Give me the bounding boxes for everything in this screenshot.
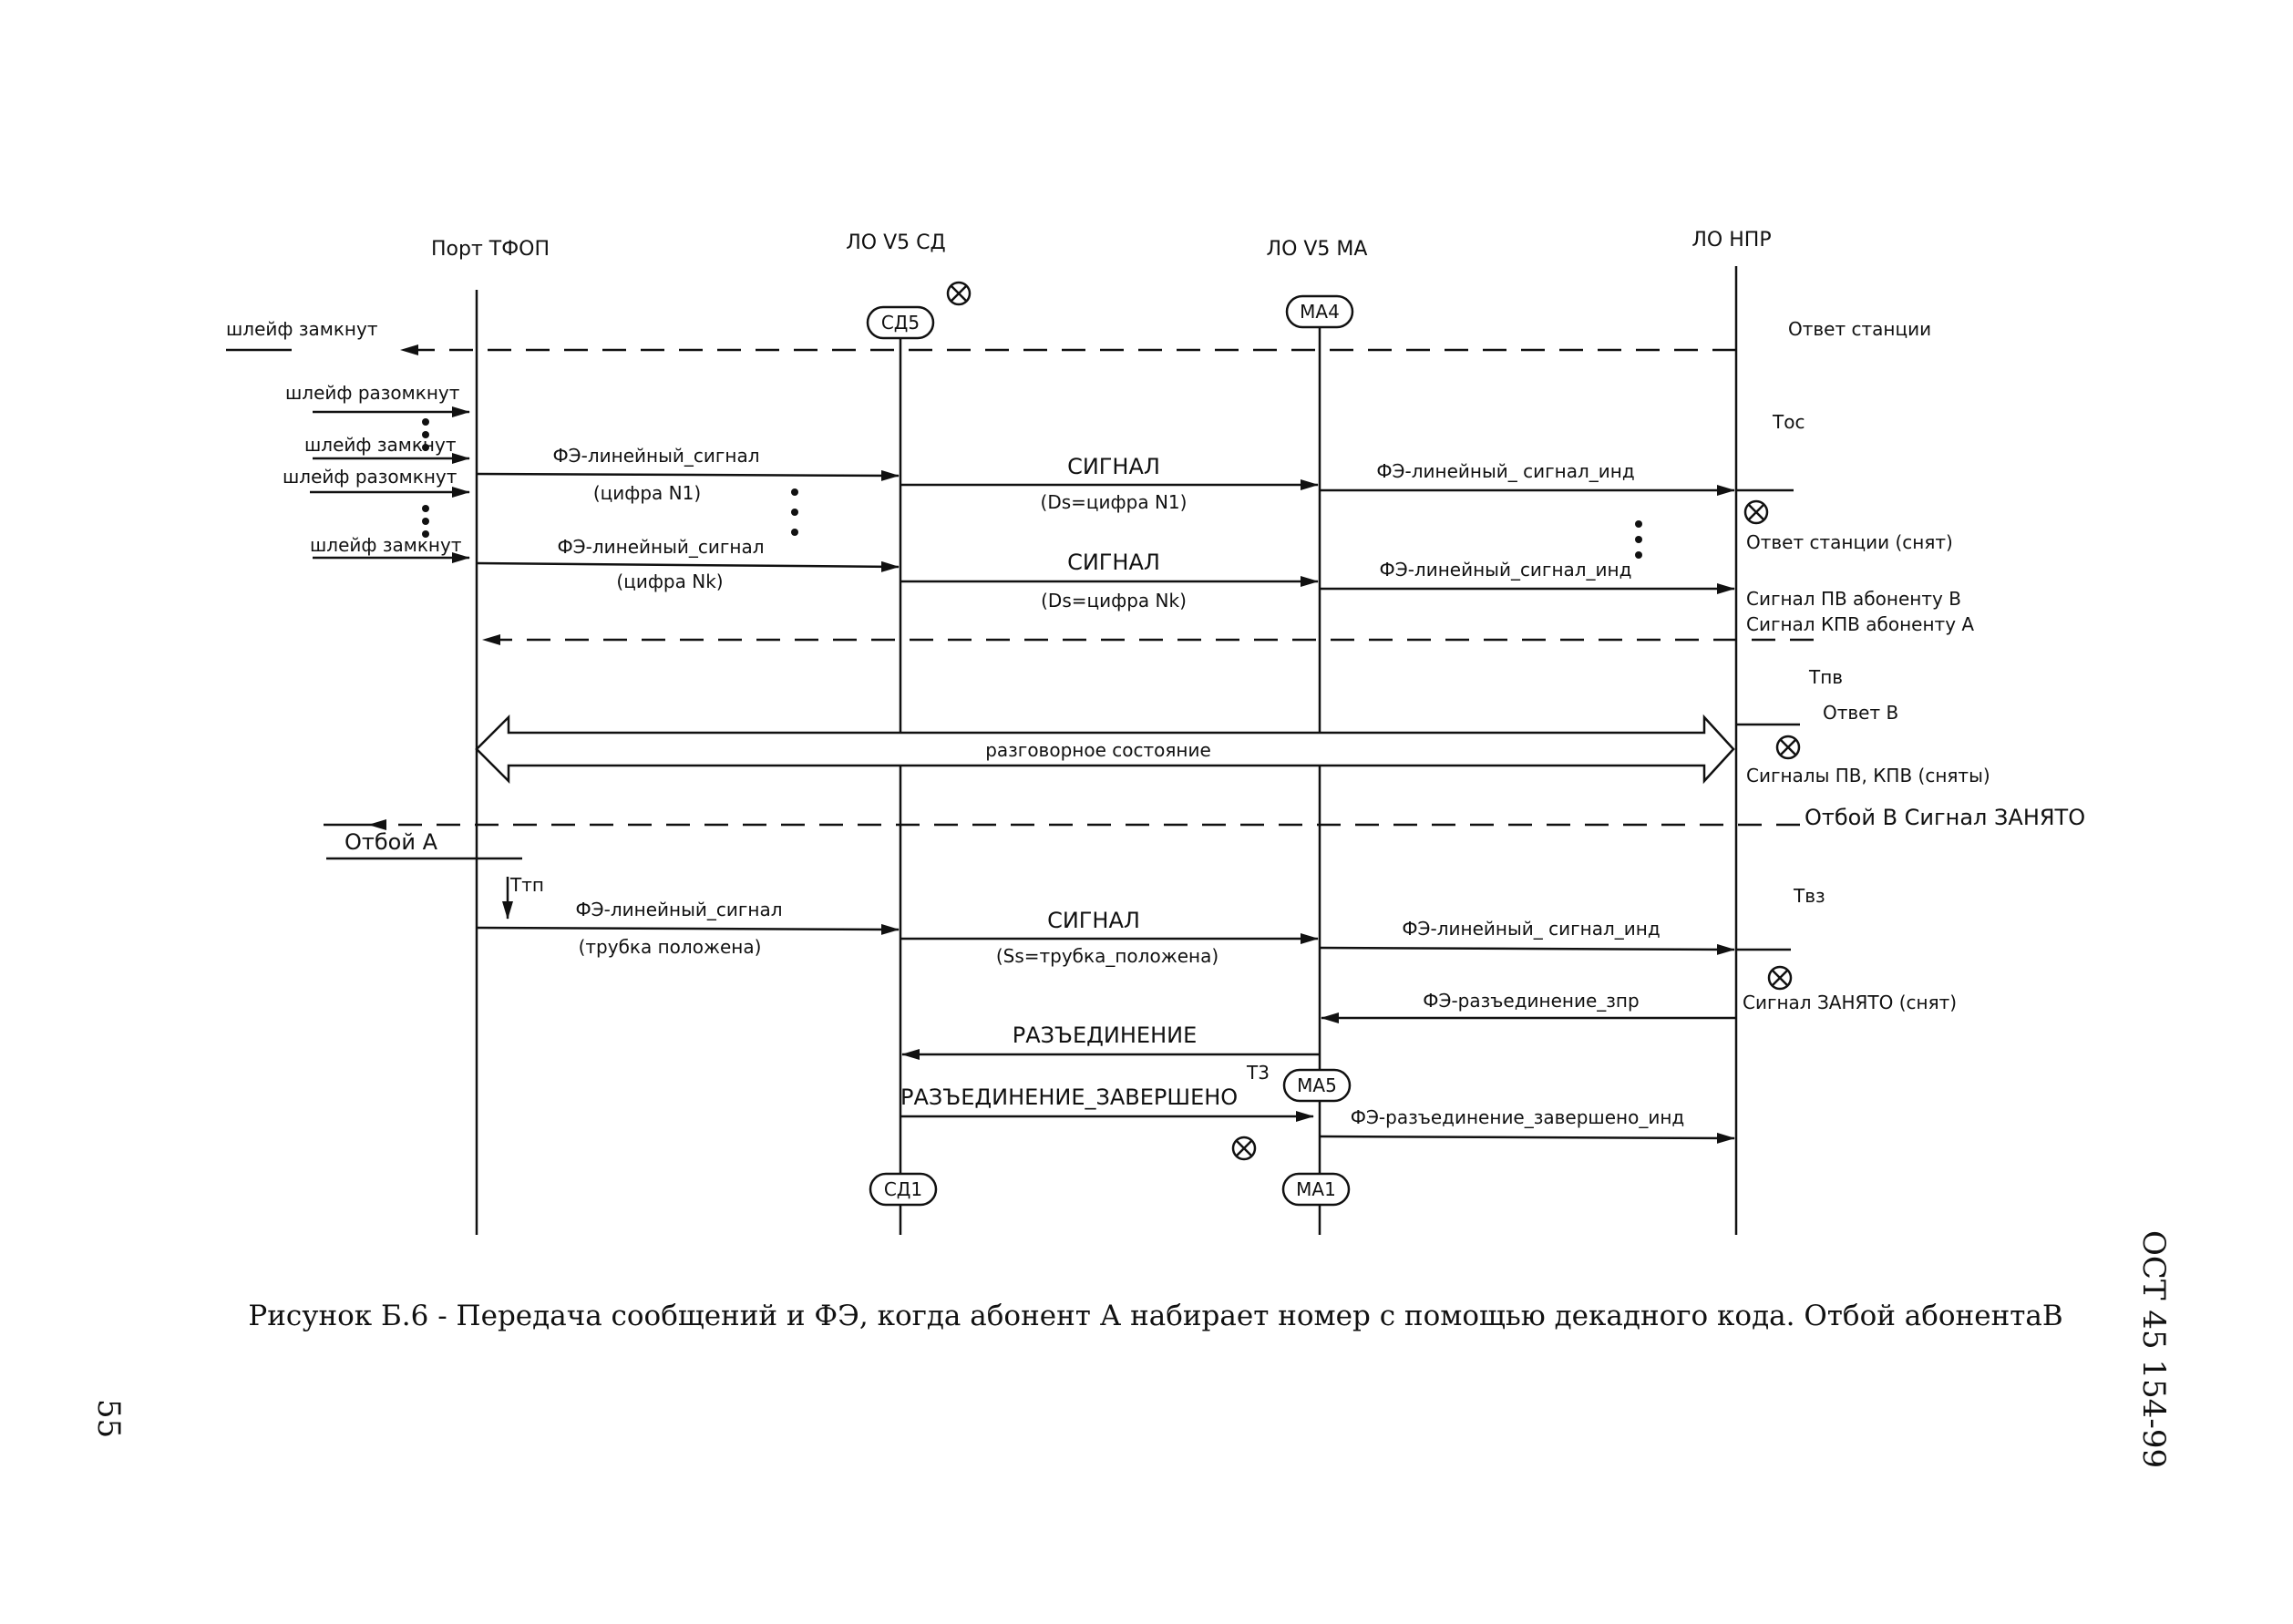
label-fe-line-signal-ind-1: ФЭ-линейный_ сигнал_инд: [1376, 460, 1634, 482]
column-header-lo-npr: ЛО НПР: [1691, 229, 1771, 252]
label-dial-tone-removed: Ответ станции (снят): [1746, 531, 1953, 553]
label-fe-disconnect-req: ФЭ-разъединение_зпр: [1423, 990, 1639, 1012]
label-loop-open-2: шлейф разомкнут: [283, 466, 458, 488]
label-digit-nk: (цифра Nk): [616, 570, 723, 592]
state-ma4: МА4: [1285, 294, 1354, 329]
svg-text:МА1: МА1: [1296, 1178, 1336, 1200]
label-loop-closed-1: шлейф замкнут: [304, 434, 457, 456]
label-ringback-a: Сигнал КПВ абоненту А: [1746, 613, 1974, 635]
label-busy-removed: Сигнал ЗАНЯТО (снят): [1743, 992, 1957, 1013]
label-fe-line-signal-ind-3: ФЭ-линейный_ сигнал_инд: [1402, 918, 1660, 940]
timer-t3: Т3: [1246, 1062, 1270, 1084]
label-fe-line-signal-2: ФЭ-линейный_сигнал: [557, 536, 764, 558]
svg-text:МА4: МА4: [1300, 301, 1340, 323]
svg-text:СД1: СД1: [884, 1178, 922, 1200]
timer-tos: Тос: [1772, 411, 1805, 433]
label-signals-removed: Сигналы ПВ, КПВ (сняты): [1746, 765, 1990, 786]
label-ds-nk: (Ds=цифра Nk): [1041, 590, 1187, 612]
state-ma5: МА5: [1282, 1068, 1352, 1103]
label-release-b-busy: Отбой В Сигнал ЗАНЯТО: [1805, 805, 2085, 830]
label-ds-n1: (Ds=цифра N1): [1041, 491, 1188, 513]
column-header-v5-ma: ЛО V5 МА: [1267, 238, 1368, 261]
label-disconnect-done: РАЗЪЕДИНЕНИЕ_ЗАВЕРШЕНО: [900, 1084, 1238, 1110]
label-digit-n1: (цифра N1): [593, 482, 701, 504]
label-ringback-b: Сигнал ПВ абоненту В: [1746, 588, 1961, 610]
label-fe-line-signal-ind-2: ФЭ-линейный_сигнал_инд: [1380, 559, 1632, 581]
label-loop-closed-top: шлейф замкнут: [226, 318, 378, 340]
label-ss-handset: (Ss=трубка_положена): [996, 945, 1218, 967]
label-loop-closed-2: шлейф замкнут: [310, 534, 462, 556]
timer-stop-icon: [1775, 735, 1801, 760]
arrow-fe-line-signal-1: [476, 469, 900, 481]
document-code: ОСТ 45 154-99: [2135, 1230, 2172, 1468]
conversation-state-arrow: разговорное состояние: [475, 714, 1735, 785]
figure-caption: Рисунок Б.6 - Передача сообщений и ФЭ, к…: [248, 1300, 2062, 1332]
arrow-fe-line-signal-ind-3: [1319, 943, 1735, 955]
label-fe-line-signal-3: ФЭ-линейный_сигнал: [575, 899, 782, 920]
label-signal-3: СИГНАЛ: [1047, 908, 1140, 933]
page-number: 55: [90, 1399, 127, 1438]
label-release-a: Отбой А: [344, 829, 438, 855]
timer-tpv: Тпв: [1808, 666, 1843, 688]
state-ma1: МА1: [1281, 1172, 1351, 1207]
label-fe-line-signal-1: ФЭ-линейный_сигнал: [552, 445, 759, 467]
label-handset-down: (трубка положена): [579, 936, 762, 958]
label-dial-tone: Ответ станции: [1788, 318, 1931, 340]
continuation-dots: [422, 418, 1642, 559]
timer-stop-icon: [946, 281, 972, 306]
column-header-v5-sd: ЛО V5 СД: [846, 231, 945, 254]
label-signal-2: СИГНАЛ: [1067, 550, 1160, 575]
label-disconnect: РАЗЪЕДИНЕНИЕ: [1013, 1023, 1198, 1048]
arrow-fe-disconnect-done-ind: [1319, 1132, 1735, 1144]
svg-text:разговорное состояние: разговорное состояние: [985, 739, 1211, 761]
timer-stop-icon: [1231, 1136, 1257, 1161]
svg-text:СД5: СД5: [881, 312, 920, 334]
arrow-fe-line-signal-2: [476, 560, 900, 572]
state-sd5: СД5: [866, 305, 935, 340]
label-signal-1: СИГНАЛ: [1067, 454, 1160, 479]
label-answer-b: Ответ В: [1823, 702, 1898, 724]
timer-ttp: Ттп: [509, 874, 544, 896]
label-loop-open-1: шлейф разомкнут: [285, 382, 460, 404]
timer-stop-icon: [1743, 499, 1769, 525]
timer-tvz: Твз: [1793, 885, 1825, 907]
svg-text:МА5: МА5: [1297, 1074, 1337, 1096]
column-header-pstn-port: Порт ТФОП: [431, 238, 550, 261]
state-sd1: СД1: [869, 1172, 938, 1207]
label-fe-disconnect-done-ind: ФЭ-разъединение_завершено_инд: [1351, 1106, 1685, 1128]
arrow-fe-line-signal-3: [476, 923, 900, 935]
timer-stop-icon: [1767, 965, 1793, 991]
